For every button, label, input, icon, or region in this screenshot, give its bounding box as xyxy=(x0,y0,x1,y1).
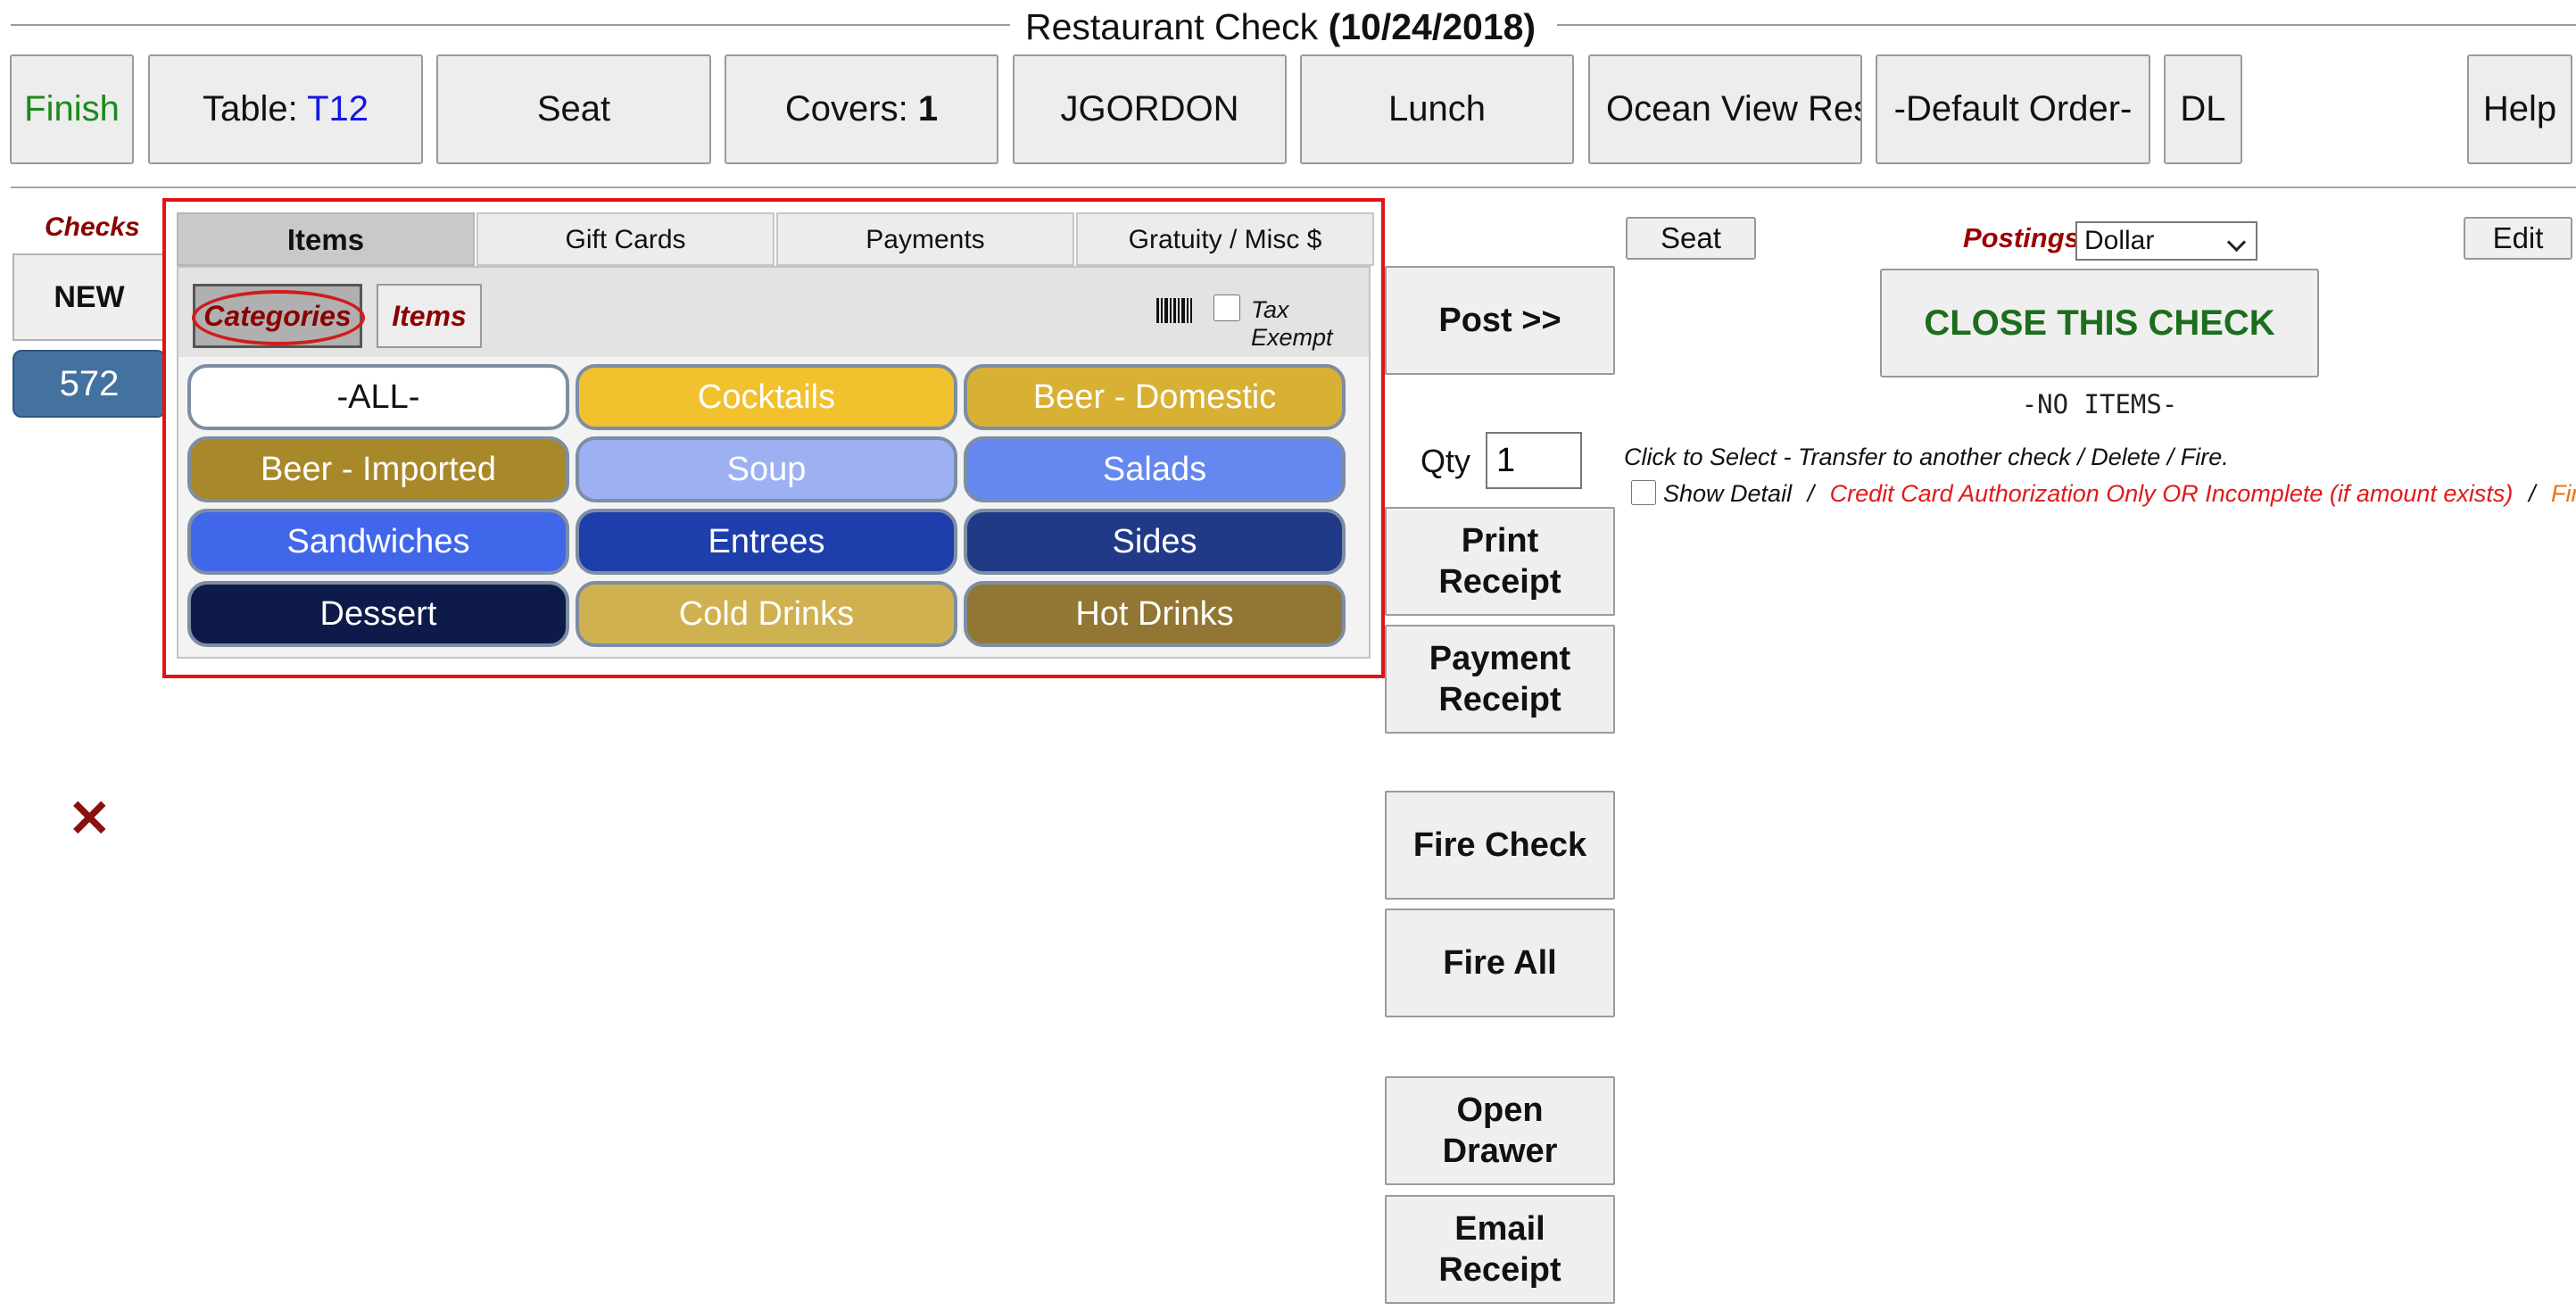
dl-label: DL xyxy=(2180,89,2226,129)
items-view-button[interactable]: Items xyxy=(377,284,482,348)
category-cold-drinks[interactable]: Cold Drinks xyxy=(576,581,957,647)
title-text: Restaurant Check xyxy=(1025,6,1319,47)
new-check-button[interactable]: NEW xyxy=(12,253,166,341)
dl-button[interactable]: DL xyxy=(2164,54,2242,164)
edit-button[interactable]: Edit xyxy=(2464,217,2572,260)
category-dessert[interactable]: Dessert xyxy=(187,581,569,647)
postings-label: Postings xyxy=(1963,222,2080,253)
open-drawer-button[interactable]: Open Drawer xyxy=(1385,1076,1615,1185)
category-all[interactable]: -ALL- xyxy=(187,364,569,430)
tab-items[interactable]: Items xyxy=(177,212,475,266)
seat-button[interactable]: Seat xyxy=(436,54,711,164)
tab-gratuity[interactable]: Gratuity / Misc $ xyxy=(1076,212,1374,266)
finish-button[interactable]: Finish xyxy=(10,54,134,164)
cc-legend-text: Credit Card Authorization Only OR Incomp… xyxy=(1829,480,2514,507)
category-salads[interactable]: Salads xyxy=(964,436,1346,502)
order-type-label: -Default Order- xyxy=(1893,89,2133,129)
page-title: Restaurant Check (10/24/2018) xyxy=(1013,2,1549,52)
seat-small-button[interactable]: Seat xyxy=(1626,217,1756,260)
server-label: JGORDON xyxy=(1060,89,1239,129)
meal-button[interactable]: Lunch xyxy=(1300,54,1574,164)
seat-label: Seat xyxy=(536,89,611,129)
tax-exempt-label: Tax Exempt xyxy=(1251,296,1333,351)
table-button[interactable]: Table: T12 xyxy=(148,54,423,164)
print-receipt-button[interactable]: Print Receipt xyxy=(1385,507,1615,616)
table-label: Table: xyxy=(202,89,298,129)
categories-view-label: Categories xyxy=(203,300,352,332)
fire-all-button[interactable]: Fire All xyxy=(1385,909,1615,1017)
payment-receipt-button[interactable]: Payment Receipt xyxy=(1385,625,1615,734)
help-label: Help xyxy=(2482,89,2557,129)
postings-value: Dollar xyxy=(2084,226,2155,255)
covers-value: 1 xyxy=(917,89,939,129)
detail-legend: Show Detail / Credit Card Authorization … xyxy=(1631,480,2576,508)
checks-label: Checks xyxy=(45,212,140,242)
post-button[interactable]: Post >> xyxy=(1385,266,1615,375)
postings-select[interactable]: Dollar xyxy=(2075,221,2257,261)
category-entrees[interactable]: Entrees xyxy=(576,509,957,575)
items-panel: Items Gift Cards Payments Gratuity / Mis… xyxy=(162,198,1385,678)
tab-gift-cards[interactable]: Gift Cards xyxy=(476,212,774,266)
covers-label: Covers: xyxy=(784,89,908,129)
email-receipt-button[interactable]: Email Receipt xyxy=(1385,1195,1615,1304)
category-beer-domestic[interactable]: Beer - Domestic xyxy=(964,364,1346,430)
tab-payments[interactable]: Payments xyxy=(776,212,1074,266)
category-beer-imported[interactable]: Beer - Imported xyxy=(187,436,569,502)
location-label: Ocean View Restaurant xyxy=(1606,89,1860,129)
category-soup[interactable]: Soup xyxy=(576,436,957,502)
items-panel-body: Categories Items Tax Exempt -ALL- Cockta… xyxy=(177,266,1371,659)
show-detail-checkbox[interactable] xyxy=(1631,480,1656,505)
help-button[interactable]: Help xyxy=(2467,54,2572,164)
title-rule-right xyxy=(1557,24,2576,26)
meal-label: Lunch xyxy=(1388,89,1486,129)
order-type-button[interactable]: -Default Order- xyxy=(1876,54,2150,164)
title-date: (10/24/2018) xyxy=(1328,6,1536,47)
table-value: T12 xyxy=(307,89,369,129)
chevron-down-icon xyxy=(2226,232,2247,253)
finish-label: Finish xyxy=(24,89,120,129)
check-item[interactable]: 572 xyxy=(12,350,166,418)
category-grid: -ALL- Cocktails Beer - Domestic Beer - I… xyxy=(178,357,1369,657)
fire-check-button[interactable]: Fire Check xyxy=(1385,791,1615,900)
close-x-icon[interactable]: ✕ xyxy=(68,790,112,848)
category-sandwiches[interactable]: Sandwiches xyxy=(187,509,569,575)
category-cocktails[interactable]: Cocktails xyxy=(576,364,957,430)
barcode-icon[interactable] xyxy=(1156,298,1192,323)
category-sides[interactable]: Sides xyxy=(964,509,1346,575)
view-toolbar: Categories Items Tax Exempt xyxy=(178,268,1369,357)
fired-legend-text: Fired xyxy=(2550,480,2576,507)
tax-exempt-checkbox[interactable] xyxy=(1213,295,1240,321)
show-detail-label: Show Detail xyxy=(1663,480,1793,507)
qty-input[interactable] xyxy=(1486,432,1582,489)
server-button[interactable]: JGORDON xyxy=(1013,54,1287,164)
covers-button[interactable]: Covers: 1 xyxy=(725,54,998,164)
location-button[interactable]: Ocean View Restaurant xyxy=(1588,54,1862,164)
category-hot-drinks[interactable]: Hot Drinks xyxy=(964,581,1346,647)
close-check-button[interactable]: CLOSE THIS CHECK xyxy=(1880,269,2319,378)
check-hint-text: Click to Select - Transfer to another ch… xyxy=(1624,444,2229,470)
no-items-text: -NO ITEMS- xyxy=(2021,389,2178,419)
toolbar-divider xyxy=(11,187,2576,188)
legend-separator: / xyxy=(2528,480,2536,507)
categories-view-button[interactable]: Categories xyxy=(192,284,365,348)
legend-separator: / xyxy=(1807,480,1815,507)
title-rule-left xyxy=(11,24,1010,26)
qty-label: Qty xyxy=(1421,443,1471,479)
